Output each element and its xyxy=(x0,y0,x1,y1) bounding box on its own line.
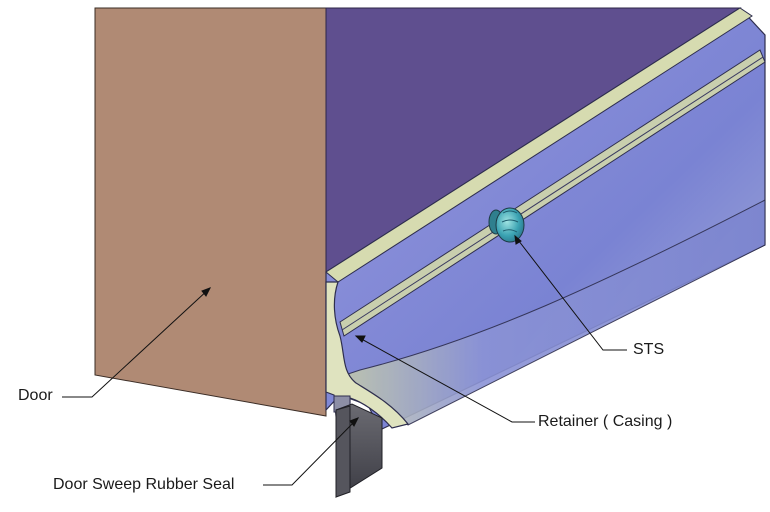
label-door-sweep-rubber-seal: Door Sweep Rubber Seal xyxy=(53,476,235,493)
leader-door xyxy=(62,287,211,398)
leader-sts xyxy=(514,235,627,351)
retainer-top-lip xyxy=(325,7,753,283)
label-retainer: Retainer ( Casing ) xyxy=(538,413,673,430)
retainer-groove-line xyxy=(341,56,764,331)
label-sts: STS xyxy=(633,341,665,358)
leader-lines xyxy=(62,234,627,486)
retainer-profile xyxy=(325,281,410,429)
label-door: Door xyxy=(18,387,53,404)
door-face xyxy=(94,7,327,417)
rubber-seal-front xyxy=(335,405,351,498)
leader-retainer xyxy=(355,335,535,423)
sts-screw xyxy=(488,207,525,243)
leader-seal xyxy=(263,417,359,486)
